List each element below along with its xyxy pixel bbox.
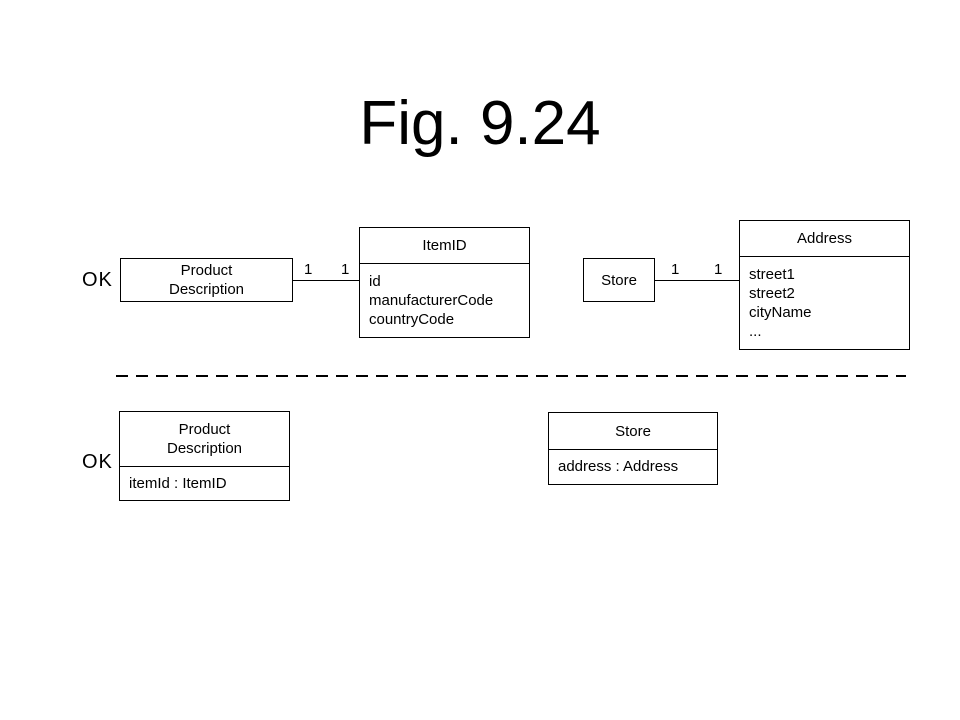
- attribute-item: street2: [749, 285, 795, 302]
- store-box-top: Store: [583, 258, 655, 302]
- address-class-name: Address: [740, 221, 909, 257]
- product-description-line2: Description: [168, 281, 245, 298]
- store-class-name: Store: [549, 413, 717, 450]
- product-description-box-top: Product Description: [120, 258, 293, 302]
- association-line-address: [655, 280, 739, 281]
- itemid-class-box: ItemID id manufacturerCode countryCode: [359, 227, 530, 338]
- attribute-item: manufacturerCode: [369, 292, 494, 309]
- product-description-line1: Product: [180, 262, 233, 279]
- attribute-item: itemId : ItemID: [129, 475, 227, 492]
- multiplicity-right: 1: [714, 261, 723, 278]
- attribute-item: countryCode: [369, 311, 455, 328]
- product-description-class-name: Product Description: [120, 412, 289, 467]
- multiplicity-left: 1: [671, 261, 680, 278]
- product-description-line1: Product: [178, 421, 231, 438]
- ok-label-bottom: OK: [82, 451, 113, 473]
- attribute-item: address : Address: [558, 458, 679, 475]
- product-description-line2: Description: [166, 440, 243, 457]
- attribute-item: ...: [749, 323, 762, 340]
- address-class-box: Address street1 street2 cityName ...: [739, 220, 910, 350]
- section-divider-dashed: [116, 375, 906, 377]
- multiplicity-right: 1: [341, 261, 350, 278]
- product-description-attributes: itemId : ItemID: [120, 467, 289, 500]
- itemid-attributes: id manufacturerCode countryCode: [360, 264, 529, 337]
- address-attributes: street1 street2 cityName ...: [740, 257, 909, 349]
- attribute-item: cityName: [749, 304, 812, 321]
- attribute-item: id: [369, 273, 381, 290]
- association-line-itemid: [293, 280, 359, 281]
- product-description-class-box: Product Description itemId : ItemID: [119, 411, 290, 501]
- multiplicity-left: 1: [304, 261, 313, 278]
- store-class-box: Store address : Address: [548, 412, 718, 485]
- itemid-class-name: ItemID: [360, 228, 529, 264]
- ok-label-top: OK: [82, 269, 113, 291]
- figure-title: Fig. 9.24: [359, 89, 601, 158]
- store-attributes: address : Address: [549, 450, 717, 483]
- attribute-item: street1: [749, 266, 795, 283]
